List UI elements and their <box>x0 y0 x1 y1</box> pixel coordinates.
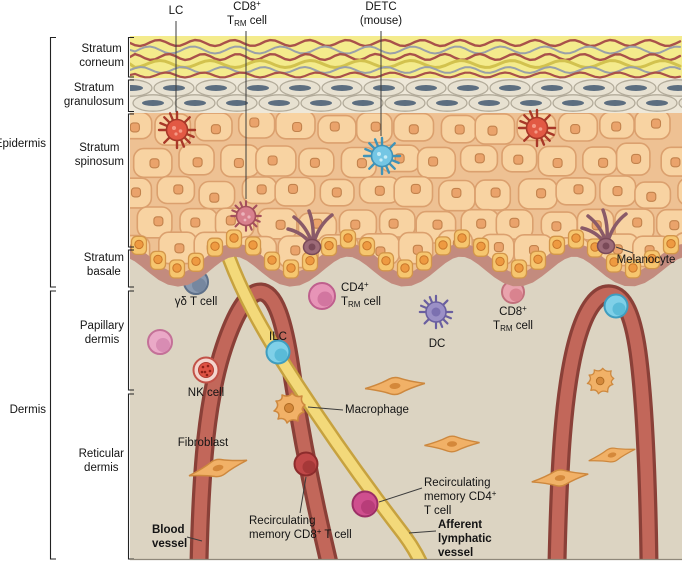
pink-t-cell <box>147 329 173 355</box>
stratum-corneum-layer <box>130 36 682 79</box>
detc-cell <box>362 136 402 176</box>
epidermis-layers <box>130 36 682 287</box>
bracket-dermis <box>49 290 56 560</box>
label-cd8-trm-dermis: CD8+TRM cell <box>493 304 533 334</box>
lc-cell-2 <box>517 108 557 148</box>
stratum-granulosum-layer <box>130 78 682 113</box>
label-cd8-trm-top: CD8+TRM cell <box>227 0 267 29</box>
vessels <box>189 250 659 560</box>
dermis-cells <box>147 269 638 518</box>
label-dc: DC <box>428 338 446 350</box>
label-fibroblast: Fibroblast <box>177 437 229 449</box>
bracket-papillary-dermis <box>127 290 134 391</box>
annotations <box>49 21 682 561</box>
recirculating-cd4-cell <box>351 490 379 518</box>
dc-cell <box>418 294 454 330</box>
recirc-cd4-pointer-line <box>378 487 423 503</box>
cd4-trm-cell <box>308 282 336 310</box>
afferent-pointer-line <box>408 530 437 534</box>
label-epidermis: Epidermis <box>0 138 46 150</box>
label-melanocyte: Melanocyte <box>616 254 676 266</box>
label-macrophage: Macrophage <box>345 404 409 416</box>
blood-vessel-pointer-line <box>186 536 203 542</box>
label-nk-cell: NK cell <box>187 387 225 399</box>
bracket-stratum-spinosum <box>127 113 134 248</box>
label-cd4-trm: CD4+TRM cell <box>341 280 381 310</box>
bracket-epidermis <box>49 36 56 288</box>
recirc-cd8-pointer-line <box>299 476 307 514</box>
nk-cell <box>192 356 220 384</box>
afferent-lymphatic-vessel <box>221 250 428 560</box>
blue-cell-right-vessel <box>603 293 629 319</box>
blood-vessel-right <box>547 284 659 560</box>
macrophage-pointer-line <box>307 406 344 411</box>
label-ilc: ILC <box>269 331 287 343</box>
cd8-trm-epidermis-cell <box>230 200 262 232</box>
bracket-stratum-granulosum <box>127 79 134 113</box>
epidermis-cells <box>157 108 628 257</box>
recirculating-cd8-cell <box>293 451 319 477</box>
stratum-basale-cells <box>130 229 680 279</box>
label-lc: LC <box>168 5 184 17</box>
cd8-trm-dermis-cell <box>501 280 525 304</box>
ilc-cell <box>265 339 291 365</box>
melanocyte-pointer-line <box>615 246 634 254</box>
bracket-stratum-corneum <box>127 36 134 78</box>
label-gd-t-cell: γδ T cell <box>174 296 218 308</box>
bracket-stratum-basale <box>127 249 134 288</box>
lc-cell <box>157 110 197 150</box>
label-dermis: Dermis <box>9 404 46 416</box>
label-detc: DETC(mouse) <box>359 1 403 27</box>
blood-vessel-left <box>189 282 339 560</box>
